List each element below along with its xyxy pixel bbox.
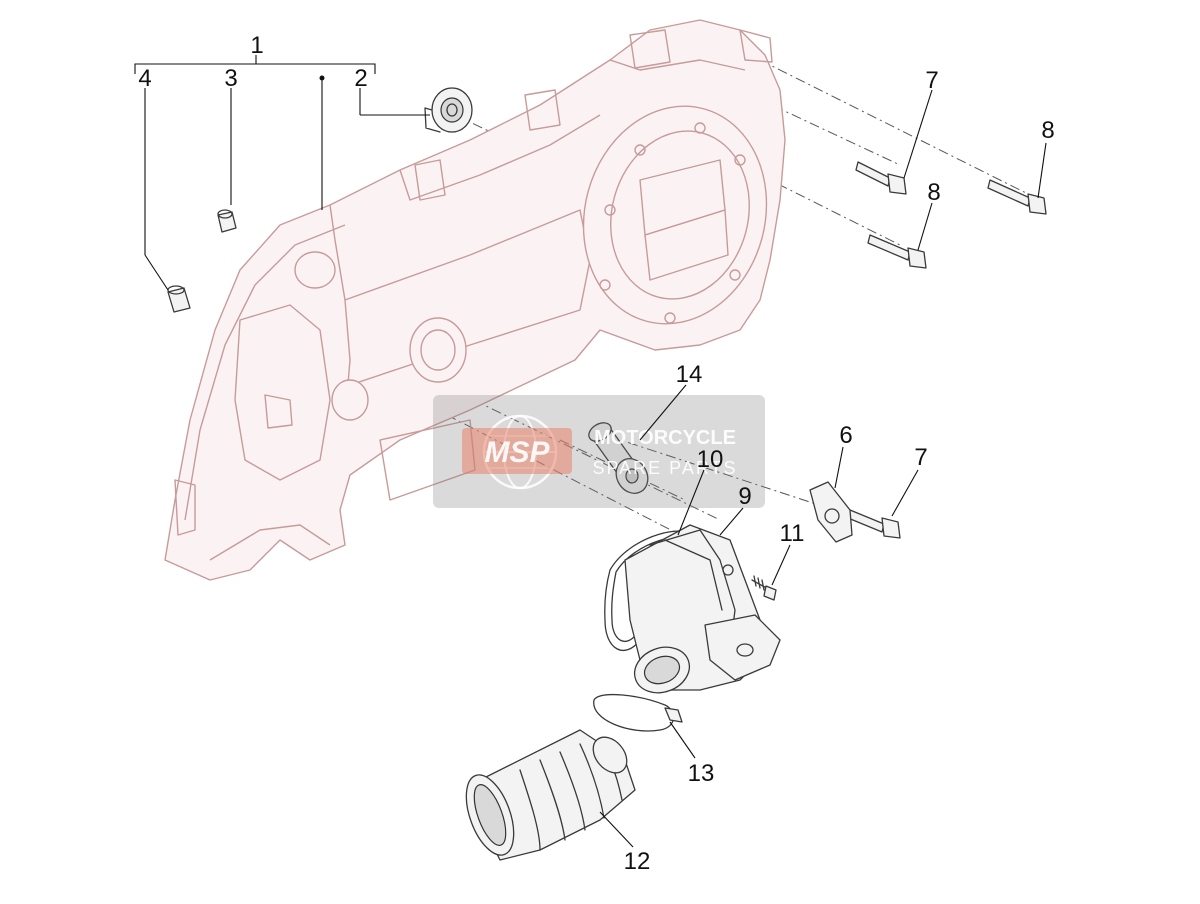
spacer-part-14 — [588, 422, 649, 494]
callout-9: 9 — [738, 483, 751, 510]
watermark-line-1: MOTORCYCLE — [594, 427, 736, 449]
bearing-part-2 — [424, 87, 473, 133]
msp-logo-text: MSP — [484, 436, 550, 469]
callout-2: 2 — [354, 65, 367, 92]
callout-11: 11 — [780, 520, 805, 547]
screw-part-11 — [751, 575, 777, 601]
callout-1: 1 — [250, 32, 263, 59]
bolt-part-7-lower — [847, 509, 901, 539]
callout-4: 4 — [138, 65, 151, 92]
leader-lines — [134, 55, 1047, 848]
transmission-cover — [164, 19, 786, 581]
watermark-box — [433, 395, 765, 508]
callout-6: 6 — [839, 422, 852, 449]
msp-logo-badge — [462, 428, 572, 474]
intake-boot-part-12 — [465, 729, 636, 861]
callout-10: 10 — [697, 446, 724, 473]
callout-12: 12 — [624, 848, 651, 875]
watermark-line-2: SPARE PARTS — [592, 458, 737, 478]
bush-part-3 — [217, 209, 237, 233]
clamp-part-13 — [593, 693, 683, 732]
bolt-part-7-upper — [855, 161, 907, 195]
bolt-part-8-lower — [867, 234, 927, 269]
callout-7-upper: 7 — [925, 67, 938, 94]
bush-part-4 — [167, 285, 191, 313]
bolt-part-8-upper — [987, 179, 1047, 215]
callout-13: 13 — [688, 760, 715, 787]
watermark: MSP MOTORCYCLE SPARE PARTS — [433, 395, 765, 508]
callout-8-lower: 8 — [927, 179, 940, 206]
callout-numbers: 1 2 3 4 7 8 8 6 7 14 10 9 11 13 12 — [138, 32, 1054, 875]
callout-7-lower: 7 — [914, 444, 927, 471]
callout-3: 3 — [224, 65, 237, 92]
bracket-part-6 — [809, 481, 853, 543]
callout-8-upper: 8 — [1041, 117, 1054, 144]
group-bracket-1 — [134, 63, 376, 74]
intake-housing-part-9 — [624, 524, 781, 694]
callout-14: 14 — [676, 361, 703, 388]
